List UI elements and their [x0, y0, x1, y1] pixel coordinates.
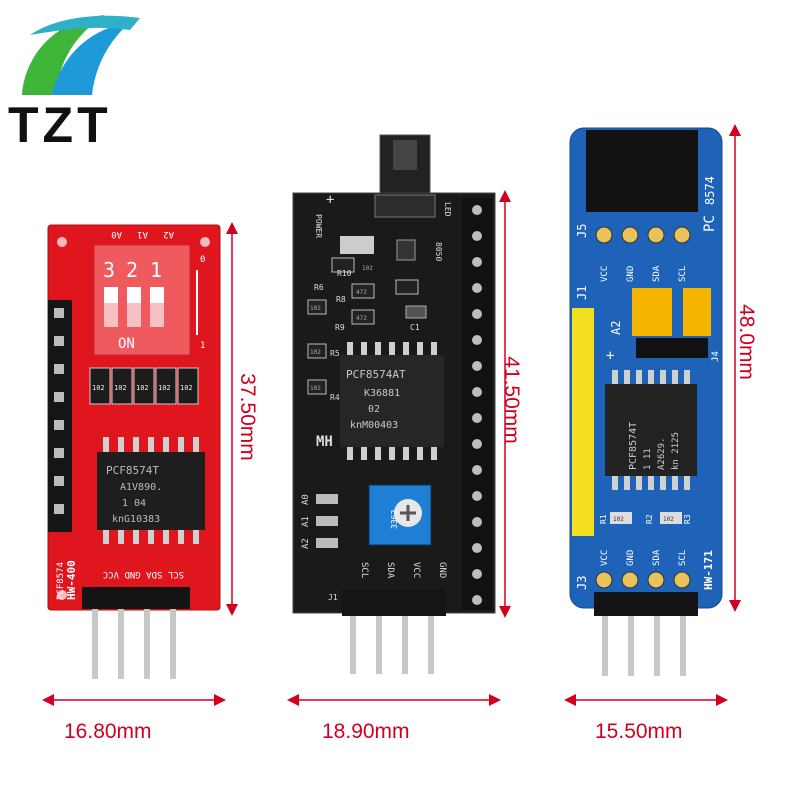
black-label-plus: + [326, 192, 334, 208]
red-pin-labels: SCL SDA GND VCC [103, 569, 184, 579]
blue-chip-line-3: 1 11 [643, 448, 653, 470]
dip-zero-label: 0 [200, 255, 205, 265]
blue-model: HW-171 [702, 550, 715, 590]
black-pcf8574at-board [292, 134, 496, 674]
blue-resistor-1: 102 [613, 516, 624, 523]
red-resistor-2: 102 [114, 384, 127, 392]
black-label-r6: R6 [314, 283, 324, 292]
black-resistor-3: 472 [356, 315, 367, 322]
blue-bottom-pin-scl: SCL [678, 550, 688, 566]
dip-number-3: 3 [103, 258, 115, 282]
blue-bottom-pin-gnd: GND [626, 550, 636, 566]
black-chip-line-1: PCF8574AT [346, 368, 406, 381]
tzt-logo-icon [22, 15, 140, 95]
black-label-r9: R9 [335, 323, 345, 332]
blue-height-label: 48.0mm [734, 304, 758, 380]
black-resistor-5: 102 [310, 349, 321, 356]
black-resistor-1: 102 [362, 265, 373, 272]
blue-top-pin-vcc: VCC [600, 266, 610, 282]
black-resistor-6: 102 [310, 385, 321, 392]
dip-number-2: 2 [126, 258, 138, 282]
black-label-power: POWER [314, 214, 323, 238]
blue-top-label-1: PC [702, 215, 718, 232]
blue-j4: J4 [711, 351, 721, 362]
blue-j3: J3 [575, 576, 589, 590]
black-resistor-4: 102 [310, 305, 321, 312]
red-resistor-1: 102 [92, 384, 105, 392]
black-board-silkscreen: LED POWER + 8050 R10 R8 R9 R6 R5 R4 C1 J… [301, 192, 452, 602]
blue-resistor-2: 102 [663, 516, 674, 523]
black-pin-sda: SDA [385, 562, 395, 579]
black-addr-a1: A1 [301, 516, 311, 527]
black-label-c1: C1 [410, 323, 420, 332]
red-resistor-5: 102 [180, 384, 193, 392]
red-chip-line-4: knG10383 [112, 514, 160, 525]
blue-chip-line-4: PCF8574T [628, 422, 639, 470]
blue-width-label: 15.50mm [595, 720, 683, 743]
blue-r2: R2 [645, 514, 654, 524]
blue-bottom-pin-vcc: VCC [600, 550, 610, 566]
red-chip-line-2: A1V890. [120, 482, 162, 493]
dip-label-a0: A0 [111, 229, 122, 239]
blue-j5: J5 [575, 224, 589, 238]
black-label-r10: R10 [337, 269, 352, 278]
dip-one-label: 1 [200, 341, 205, 351]
blue-chip-line-1: kn 2125 [671, 432, 681, 470]
black-label-mh: MH [316, 434, 333, 450]
blue-top-pin-scl: SCL [678, 266, 688, 282]
black-pot-label: 3362 [390, 510, 399, 529]
blue-plus: + [606, 348, 614, 364]
dimension-lines [42, 124, 741, 706]
red-model-2: HW-400 [65, 560, 78, 600]
blue-r3: R3 [683, 514, 692, 524]
black-label-r4: R4 [330, 393, 340, 402]
blue-top-label-2: 8574 [703, 176, 717, 205]
blue-a2: A2 [609, 321, 623, 335]
blue-chip-line-2: A2629. [657, 437, 667, 470]
blue-top-pin-sda: SDA [652, 265, 662, 282]
black-label-r5: R5 [330, 349, 340, 358]
black-height-label: 41.50mm [499, 356, 523, 444]
dip-label-a1: A1 [137, 229, 148, 239]
black-label-led: LED [443, 202, 452, 217]
blue-bottom-pin-sda: SDA [652, 549, 662, 566]
blue-j1: J1 [575, 286, 589, 300]
black-pin-scl: SCL [359, 562, 369, 578]
black-label-8050: 8050 [434, 242, 443, 261]
red-pcf8574-board [47, 224, 221, 679]
black-chip-line-3: 02 [368, 404, 380, 415]
red-width-label: 16.80mm [64, 720, 152, 743]
black-width-label: 18.90mm [322, 720, 410, 743]
dip-number-1: 1 [150, 258, 162, 282]
black-chip-line-4: knM00403 [350, 420, 398, 431]
red-chip-line-3: 1 04 [122, 498, 146, 509]
black-label-j1: J1 [328, 593, 338, 602]
blue-hw171-board [569, 127, 723, 676]
blue-r1: R1 [599, 514, 608, 524]
red-chip-line-1: PCF8574T [106, 464, 159, 477]
red-height-label: 37.50mm [235, 373, 259, 461]
black-chip-line-2: K36881 [364, 388, 400, 399]
logo-text: TZT [8, 97, 112, 153]
black-label-r8: R8 [336, 295, 346, 304]
dip-label-a2: A2 [163, 229, 174, 239]
black-addr-a0: A0 [301, 494, 311, 505]
black-pin-gnd: GND [437, 562, 447, 578]
blue-board-silkscreen: PC 8574 J5 J1 J4 J3 A2 R1 R2 R3 + VCC GN… [575, 176, 721, 590]
black-addr-a2: A2 [301, 538, 311, 549]
red-board-silkscreen: A0 A1 A2 3 2 1 ON 0 1 102 102 102 102 10… [56, 229, 205, 600]
dip-on-label: ON [118, 336, 135, 352]
red-resistor-3: 102 [136, 384, 149, 392]
black-pin-vcc: VCC [411, 562, 421, 578]
blue-top-pin-gnd: GND [626, 266, 636, 282]
red-model-1: PCF8574 [56, 562, 66, 600]
red-resistor-4: 102 [158, 384, 171, 392]
black-resistor-2: 472 [356, 289, 367, 296]
